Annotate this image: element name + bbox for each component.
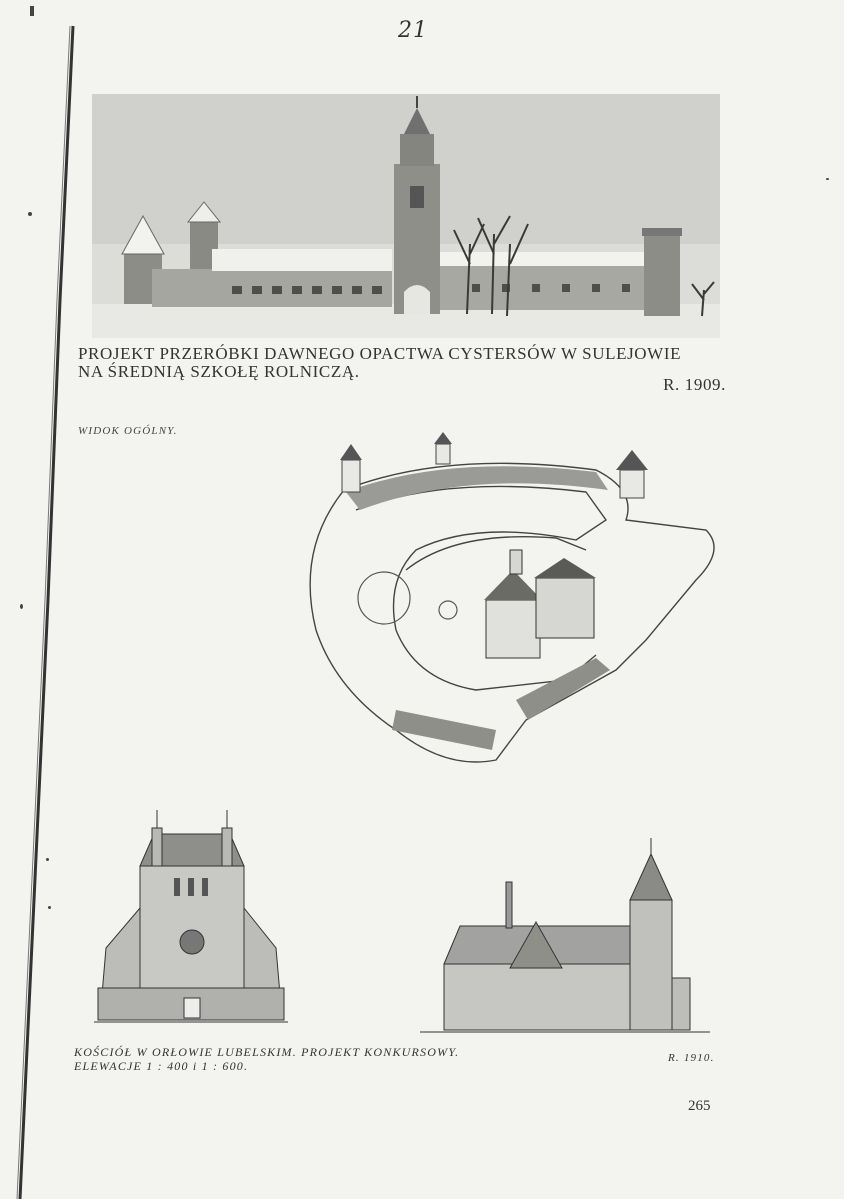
printed-page-number: 265 xyxy=(688,1098,711,1114)
church-front-elevation-drawing xyxy=(94,810,288,1023)
scan-speck xyxy=(46,858,49,861)
bottom-caption-line2: ELEWACJE 1 : 400 i 1 : 600. xyxy=(74,1059,249,1073)
bottom-plate-caption: KOŚCIÓŁ W ORŁOWIE LUBELSKIM. PROJEKT KON… xyxy=(74,1045,713,1073)
scan-speck xyxy=(20,604,23,609)
handwritten-page-number: 21 xyxy=(398,18,428,43)
top-caption-line2: NA ŚREDNIĄ SZKOŁĘ ROLNICZĄ. xyxy=(78,362,360,381)
scan-speck xyxy=(48,906,51,909)
scan-speck xyxy=(826,178,829,180)
abbey-tinted-view-image xyxy=(92,94,720,338)
scan-speck xyxy=(28,212,32,216)
bottom-caption-year: R. 1910. xyxy=(668,1052,715,1064)
binding-margin-line xyxy=(16,6,75,1199)
aerial-general-view-drawing xyxy=(309,432,715,763)
top-caption-year: R. 1909. xyxy=(663,375,726,394)
general-view-label: WIDOK OGÓLNY. xyxy=(78,425,178,437)
bottom-caption-line1: KOŚCIÓŁ W ORŁOWIE LUBELSKIM. PROJEKT KON… xyxy=(74,1045,460,1059)
church-side-elevation-drawing xyxy=(420,838,710,1033)
top-caption-line1: PROJEKT PRZERÓBKI DAWNEGO OPACTWA CYSTER… xyxy=(78,344,682,363)
top-plate-caption: PROJEKT PRZERÓBKI DAWNEGO OPACTWA CYSTER… xyxy=(78,344,730,394)
